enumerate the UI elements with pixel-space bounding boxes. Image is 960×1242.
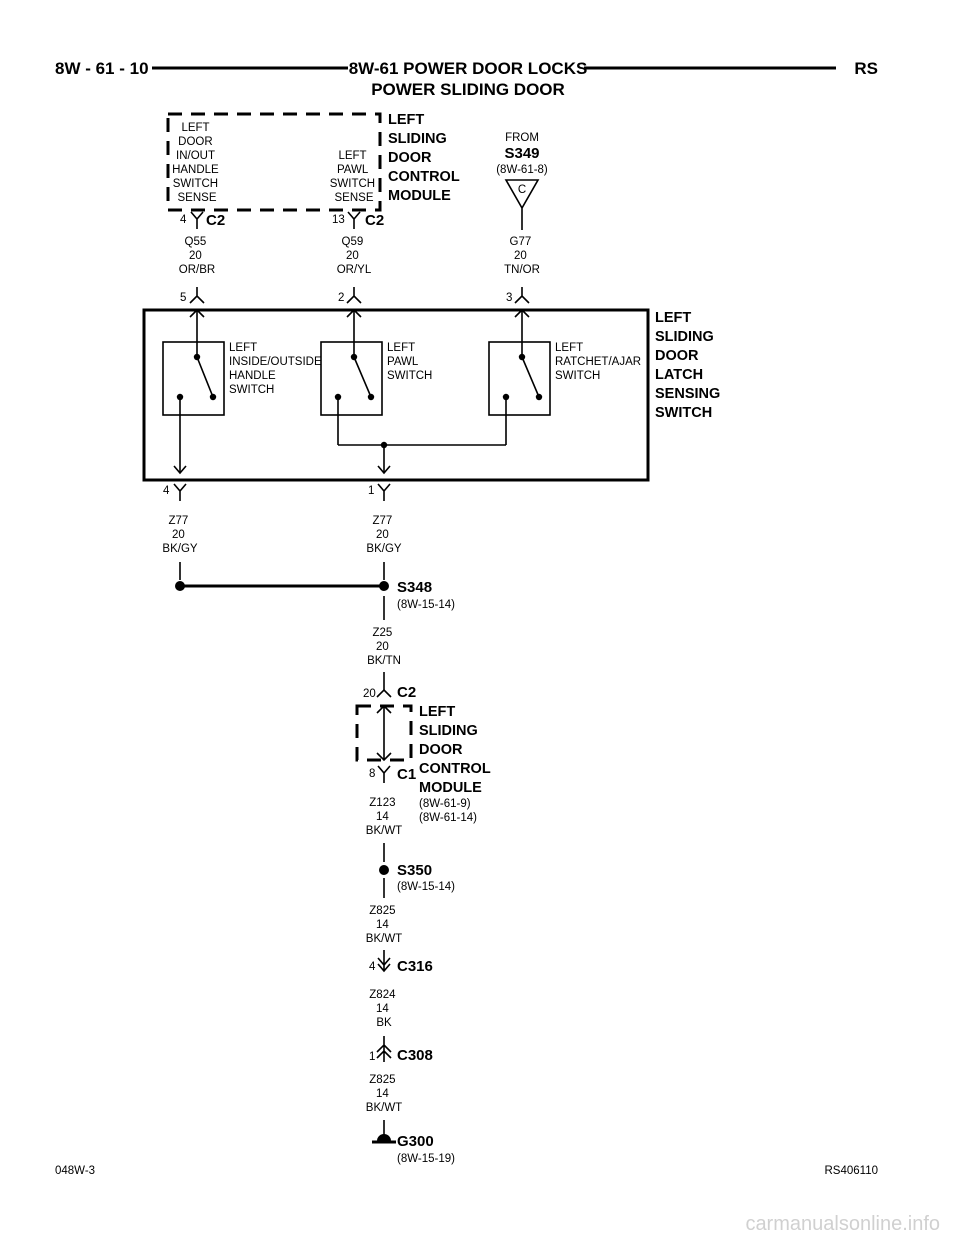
latch-connector-pin3-symbol — [514, 287, 530, 304]
module-bottom-out-conn: C1 — [397, 766, 416, 783]
connector-c2-label-right: C2 — [365, 212, 384, 229]
wire-label-z825-top: Z825 14 BK/WT — [366, 905, 402, 945]
switch-ratchet-contacts — [505, 310, 540, 445]
wire-label-q59: Q59 20 OR/YL — [337, 236, 372, 276]
splice-s350: S350 — [397, 862, 432, 879]
ground-symbol — [377, 1134, 391, 1141]
s350-dot — [379, 865, 389, 875]
switch-ratchet-pivot — [518, 353, 526, 361]
latch-connector-pin5-symbol — [189, 287, 205, 304]
module-bottom-refs: (8W-61-9) (8W-61-14) — [419, 798, 477, 824]
ground-g300: G300 — [397, 1133, 434, 1150]
switch-handle-contact-b — [209, 393, 217, 401]
connector-c308-symbol — [376, 1036, 392, 1062]
pin-number-4-top: 4 — [180, 214, 187, 226]
module-bottom-in-pin: 20 — [363, 688, 376, 700]
s348-dot-right — [379, 581, 389, 591]
connector-c2-label-left: C2 — [206, 212, 225, 229]
splice-s349: S349 — [504, 145, 539, 162]
switch-handle-contact-a — [176, 393, 184, 401]
module-bottom-in-conn: C2 — [397, 684, 416, 701]
latch-pin-3: 3 — [506, 292, 512, 304]
switch-ratchet-contact-a — [502, 393, 510, 401]
control-module-bottom-outline — [355, 704, 413, 762]
switch-pawl-box — [320, 341, 383, 416]
switch-pawl-pivot — [350, 353, 358, 361]
wire-label-z824: Z824 14 BK — [369, 989, 398, 1029]
latch-pin-4: 4 — [163, 485, 170, 497]
module-top-pin-left-label: LEFT DOOR IN/OUT HANDLE SWITCH SENSE — [172, 122, 222, 204]
connector-c2-pin4-symbol — [190, 211, 204, 229]
from-label: FROM — [505, 132, 539, 144]
switch-handle-pivot — [193, 353, 201, 361]
wire-label-z123: Z123 14 BK/WT — [366, 797, 402, 837]
module-bottom-out-pin: 8 — [369, 768, 375, 780]
latch-pin-1: 1 — [368, 485, 374, 497]
module-top-name: LEFT SLIDING DOOR CONTROL MODULE — [388, 112, 463, 204]
splice-s348: S348 — [397, 579, 432, 596]
switch-ratchet-contact-b — [535, 393, 543, 401]
latch-sensing-switch-box — [142, 308, 650, 482]
module-bottom-name: LEFT SLIDING DOOR CONTROL MODULE — [419, 704, 494, 796]
pin-number-13-top: 13 — [332, 214, 345, 226]
latch-name: LEFT SLIDING DOOR LATCH SENSING SWITCH — [655, 310, 724, 421]
page-title: 8W-61 POWER DOOR LOCKS — [349, 59, 588, 78]
footer-right-code: RS406110 — [825, 1165, 879, 1177]
page-subtitle: POWER SLIDING DOOR — [371, 80, 565, 99]
wire-label-q55: Q55 20 OR/BR — [179, 236, 215, 276]
latch-pin-5: 5 — [180, 292, 186, 304]
latch-connector-pin4-symbol — [173, 483, 187, 501]
connector-c316: C316 — [397, 958, 433, 975]
footer-left-code: 048W-3 — [55, 1165, 95, 1177]
s348-dot-left — [175, 581, 185, 591]
offpage-connector-triangle — [504, 179, 540, 230]
switch-ratchet-label: LEFT RATCHET/AJAR SWITCH — [555, 342, 644, 382]
from-page-ref: (8W-61-8) — [496, 164, 548, 176]
latch-connector-pin1-symbol — [377, 483, 391, 501]
latch-connector-pin2-symbol — [346, 287, 362, 304]
switch-ratchet-box — [488, 341, 551, 416]
switch-pawl-contact-a — [334, 393, 342, 401]
splice-s348-ref: (8W-15-14) — [397, 599, 455, 611]
brand-code: RS — [854, 59, 878, 78]
switch-pawl-contacts — [337, 310, 372, 445]
ground-g300-ref: (8W-15-19) — [397, 1153, 455, 1165]
offpage-connector-letter: C — [518, 184, 526, 196]
watermark: carmanualsonline.info — [745, 1213, 940, 1235]
switch-handle-box — [162, 341, 225, 416]
wire-label-z825-bottom: Z825 14 BK/WT — [366, 1074, 402, 1114]
page-number: 8W - 61 - 10 — [55, 59, 149, 78]
module-top-pin-right-label: LEFT PAWL SWITCH SENSE — [330, 150, 379, 204]
connector-c1-pin8-symbol — [377, 765, 391, 783]
connector-c316-symbol — [377, 950, 391, 973]
switch-pawl-contact-b — [367, 393, 375, 401]
wire-label-z77-right: Z77 20 BK/GY — [366, 515, 401, 555]
splice-s350-ref: (8W-15-14) — [397, 881, 455, 893]
wire-label-g77: G77 20 TN/OR — [504, 236, 540, 276]
control-module-top-outline — [166, 112, 382, 212]
latch-common-bus — [338, 444, 506, 473]
switch-handle-contacts — [179, 310, 214, 473]
wire-label-z25: Z25 20 BK/TN — [367, 627, 401, 667]
switch-pawl-label: LEFT PAWL SWITCH — [387, 342, 432, 382]
latch-pin-2: 2 — [338, 292, 344, 304]
switch-handle-label: LEFT INSIDE/OUTSIDE HANDLE SWITCH — [229, 342, 325, 396]
latch-exit-arrows — [173, 465, 391, 475]
z77-wire-stubs — [179, 562, 385, 580]
module-bottom-passthrough — [376, 704, 392, 762]
wire-label-z77-left: Z77 20 BK/GY — [162, 515, 197, 555]
c316-pin: 4 — [369, 961, 376, 973]
connector-c2-pin20-symbol — [376, 688, 392, 698]
connector-c2-pin13-symbol — [347, 211, 361, 229]
latch-common-junction — [380, 441, 388, 449]
c308-pin: 1 — [369, 1051, 375, 1063]
connector-c308: C308 — [397, 1047, 433, 1064]
